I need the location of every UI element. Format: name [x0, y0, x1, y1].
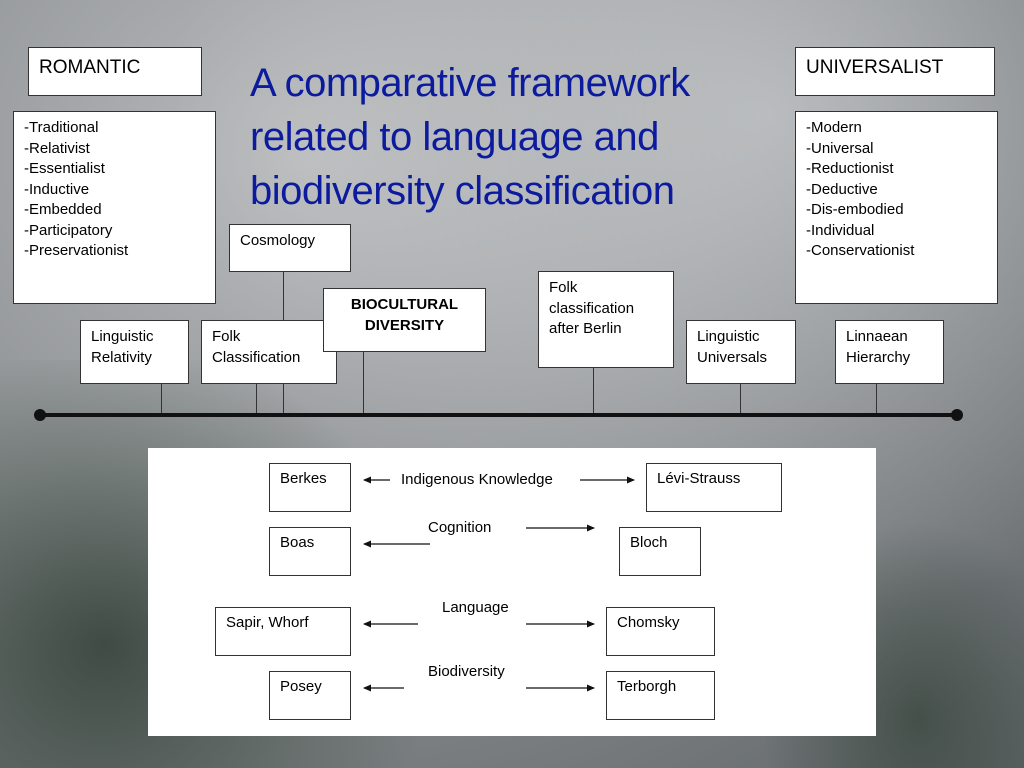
topic-language: Language [442, 599, 509, 616]
connector-folk-classification [256, 384, 257, 415]
scholar-box-boas: Boas [269, 527, 351, 576]
scholar-box-posey: Posey [269, 671, 351, 720]
universalist-trait: -Reductionist [806, 160, 894, 177]
comparison-arrows [363, 476, 635, 692]
scholar-box-levi-strauss: Lévi-Strauss [646, 463, 782, 512]
romantic-trait: -Participatory [24, 221, 113, 239]
scholar-box-bloch: Bloch [619, 527, 701, 576]
universalist-trait: -Deductive [806, 180, 878, 198]
romantic-trait: -Traditional [24, 119, 99, 136]
romantic-trait: -Relativist [24, 139, 90, 157]
scholar-box-terborgh: Terborgh [606, 671, 715, 720]
topic-indigenous-knowledge: Indigenous Knowledge [401, 471, 553, 488]
romantic-header: ROMANTIC [28, 47, 202, 96]
node-linguistic-relativity: Linguistic Relativity [80, 320, 189, 384]
timeline-end-dot [951, 409, 963, 421]
comparison-panel: Berkes Indigenous Knowledge Lévi-Strauss… [148, 448, 876, 736]
scholar-box-berkes: Berkes [269, 463, 351, 512]
connector-linguistic-relativity [161, 384, 162, 415]
node-biocultural-diversity: BIOCULTURAL DIVERSITY [323, 288, 486, 352]
connector-linguistic-universals [740, 384, 741, 415]
universalist-trait: -Individual [806, 221, 875, 239]
romantic-trait: -Embedded [24, 201, 102, 218]
scholar-box-chomsky: Chomsky [606, 607, 715, 656]
romantic-traits-list: -Traditional -Relativist -Essentialist -… [13, 111, 216, 304]
scholar-box-sapir-whorf: Sapir, Whorf [215, 607, 351, 656]
topic-cognition: Cognition [428, 519, 492, 536]
universalist-trait: -Dis-embodied [806, 201, 904, 218]
romantic-trait: -Essentialist [24, 160, 105, 177]
node-linnaean-hierarchy: Linnaean Hierarchy [835, 320, 944, 384]
node-linguistic-universals: Linguistic Universals [686, 320, 796, 384]
connector-folk-berlin [593, 368, 594, 415]
universalist-traits-list: -Modern -Universal -Reductionist -Deduct… [795, 111, 998, 304]
timeline-start-dot [34, 409, 46, 421]
romantic-trait: -Preservationist [24, 242, 129, 259]
node-folk-classification: Folk Classification [201, 320, 337, 384]
topic-biodiversity: Biodiversity [428, 663, 505, 680]
universalist-header: UNIVERSALIST [795, 47, 995, 96]
node-folk-classification-berlin: Folk classification after Berlin [538, 271, 674, 368]
universalist-trait: -Conservationist [806, 242, 915, 259]
connector-linnaean [876, 384, 877, 415]
romantic-trait: -Inductive [24, 180, 90, 198]
node-cosmology: Cosmology [229, 224, 351, 272]
timeline-axis [40, 413, 958, 417]
connector-biocultural [363, 352, 364, 415]
universalist-trait: -Universal [806, 139, 874, 157]
universalist-trait: -Modern [806, 119, 862, 136]
slide-title: A comparative framework related to langu… [250, 61, 690, 213]
